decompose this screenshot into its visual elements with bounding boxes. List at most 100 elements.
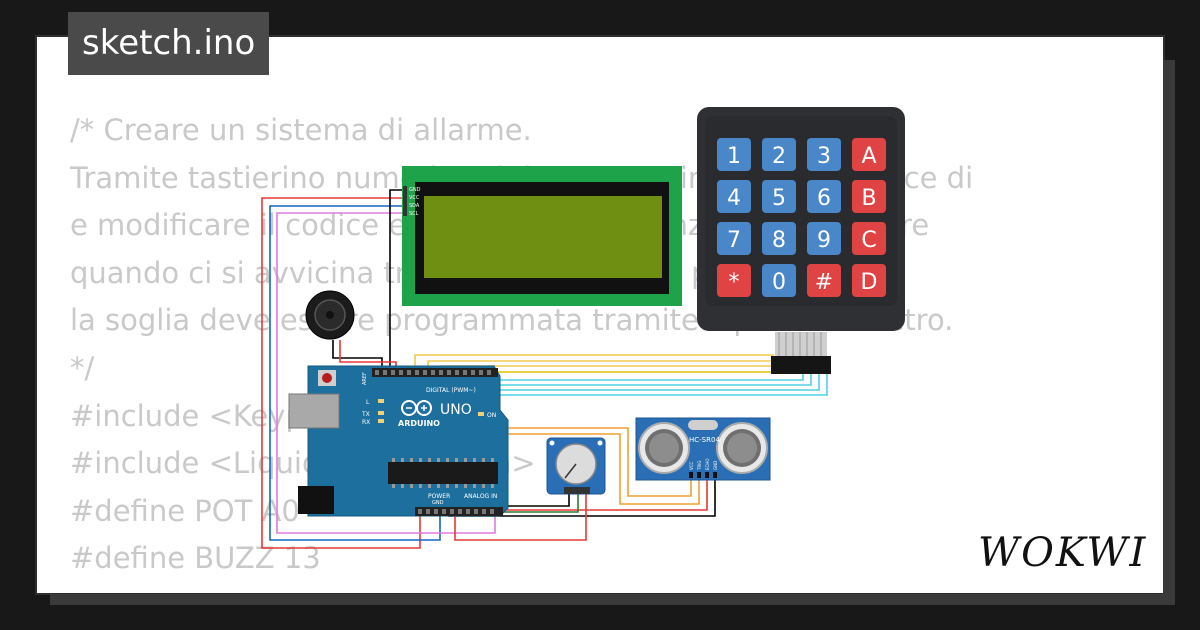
wokwi-logo[interactable]: WOKWI bbox=[976, 528, 1152, 578]
keypad-key-label: 5 bbox=[772, 186, 786, 211]
model-label: UNO bbox=[440, 402, 472, 418]
brand-label: ARDUINO bbox=[398, 419, 440, 428]
keypad-key-C[interactable]: C bbox=[852, 222, 886, 255]
keypad-key-cap bbox=[807, 222, 841, 255]
arduino-logo-icon bbox=[401, 400, 432, 416]
wire-lcd-gnd bbox=[389, 189, 405, 368]
on-label: ON bbox=[487, 412, 496, 419]
code-line: #define BUZZ 13 bbox=[70, 541, 321, 576]
keypad-key-cap bbox=[762, 180, 796, 213]
keypad-key-label: A bbox=[861, 144, 876, 169]
keypad-key-cap bbox=[717, 222, 751, 255]
code-line: */ bbox=[70, 350, 95, 385]
keypad-key-label: 2 bbox=[772, 144, 786, 169]
digital-label: DIGITAL (PWM~) bbox=[426, 387, 476, 394]
wokwi-logo-text: WOKWI bbox=[978, 530, 1147, 576]
led-l-label: L bbox=[366, 399, 370, 406]
wire-buzzer-signal bbox=[339, 340, 397, 368]
card-shadow-bottom bbox=[50, 594, 1175, 605]
lcd-screen bbox=[424, 196, 662, 278]
keypad-key-label: 6 bbox=[817, 186, 831, 211]
keypad-key-6[interactable]: 6 bbox=[807, 180, 841, 213]
wire-buzzer-gnd bbox=[332, 340, 383, 368]
keypad-connector bbox=[771, 332, 831, 374]
wire-hcsr04-gnd bbox=[448, 474, 716, 517]
sensor-pin-echo: ECHO bbox=[705, 459, 710, 470]
usb-port bbox=[288, 393, 340, 429]
keypad-key-8[interactable]: 8 bbox=[762, 222, 796, 255]
sensor-pin-trig: TRIG bbox=[697, 460, 702, 471]
keypad-key-*[interactable]: * bbox=[717, 264, 751, 297]
code-line: #define POT A0 bbox=[70, 493, 300, 528]
keypad-key-D[interactable]: D bbox=[852, 264, 886, 297]
wire-keypad-7 bbox=[466, 374, 820, 391]
code-line: /* Creare un sistema di allarme. bbox=[70, 113, 532, 147]
wire-lcd-sda bbox=[269, 205, 441, 541]
lcd-display[interactable]: GND VCC SDA SCL bbox=[402, 166, 682, 306]
keypad-key-cap bbox=[852, 222, 886, 255]
keypad-key-label: 9 bbox=[817, 228, 831, 253]
wire-lcd-vcc bbox=[261, 197, 421, 549]
keypad-key-label: 0 bbox=[772, 270, 786, 295]
keypad-key-cap bbox=[762, 222, 796, 255]
keypad-key-cap bbox=[717, 264, 751, 297]
keypad-key-cap bbox=[852, 264, 886, 297]
keypad-key-cap bbox=[807, 138, 841, 171]
keypad-key-label: D bbox=[861, 270, 878, 295]
sensor-model-label: HC-SR04 bbox=[689, 436, 720, 444]
keypad-key-A[interactable]: A bbox=[852, 138, 886, 171]
keypad-key-4[interactable]: 4 bbox=[717, 180, 751, 213]
card-shadow-right bbox=[1163, 60, 1175, 605]
keypad-key-label: B bbox=[861, 186, 876, 211]
keypad-key-7[interactable]: 7 bbox=[717, 222, 751, 255]
keypad-key-2[interactable]: 2 bbox=[762, 138, 796, 171]
lcd-pin-header: GND VCC SDA SCL bbox=[403, 186, 421, 217]
atmega-chip bbox=[388, 462, 498, 484]
keypad-key-cap bbox=[717, 138, 751, 171]
gnd-label: GND bbox=[432, 500, 444, 506]
power-label: POWER bbox=[428, 493, 450, 500]
keypad-key-9[interactable]: 9 bbox=[807, 222, 841, 255]
keypad-key-3[interactable]: 3 bbox=[807, 138, 841, 171]
keypad-key-B[interactable]: B bbox=[852, 180, 886, 213]
keypad-key-cap bbox=[717, 180, 751, 213]
lcd-pin-scl: SCL bbox=[409, 211, 419, 217]
keypad-key-cap bbox=[762, 264, 796, 297]
keypad-key-label: 8 bbox=[772, 228, 786, 253]
keypad-key-label: 3 bbox=[817, 144, 831, 169]
keypad-key-cap bbox=[852, 180, 886, 213]
tx-label: TX bbox=[361, 411, 370, 418]
lcd-pin-sda: SDA bbox=[409, 203, 420, 209]
keypad-key-5[interactable]: 5 bbox=[762, 180, 796, 213]
buzzer[interactable] bbox=[305, 290, 355, 340]
code-line: #define TRIGGERPIN 12 bbox=[70, 583, 973, 593]
keypad-key-1[interactable]: 1 bbox=[717, 138, 751, 171]
keypad-key-label: * bbox=[729, 270, 740, 295]
lcd-pin-gnd: GND bbox=[409, 187, 421, 193]
sensor-pin-gnd: GND bbox=[713, 461, 718, 470]
rx-label: RX bbox=[362, 419, 370, 426]
wire-pot-vcc bbox=[454, 490, 587, 541]
keypad-key-cap bbox=[762, 138, 796, 171]
keypad-key-label: 4 bbox=[727, 186, 741, 211]
lcd-pin-vcc: VCC bbox=[409, 195, 420, 201]
wire-keypad-6 bbox=[458, 374, 812, 386]
ultrasonic-sensor[interactable]: HC-SR04 VCC TRIG ECHO GND bbox=[635, 417, 771, 481]
arduino-uno[interactable]: DIGITAL (PWM~) AREF UNO ARDUINO L TX RX … bbox=[288, 365, 509, 517]
keypad-key-cap bbox=[807, 180, 841, 213]
wire-keypad-5 bbox=[450, 374, 804, 381]
keypad-key-label: C bbox=[861, 228, 876, 253]
reset-button bbox=[322, 373, 332, 383]
keypad-key-#[interactable]: # bbox=[807, 264, 841, 297]
keypad-key-label: 1 bbox=[727, 144, 741, 169]
analog-label: ANALOG IN bbox=[464, 493, 497, 500]
potentiometer[interactable] bbox=[546, 437, 606, 495]
keypad-key-cap bbox=[807, 264, 841, 297]
keypad-key-cap bbox=[852, 138, 886, 171]
aref-label: AREF bbox=[362, 372, 368, 385]
sketch-file-tab[interactable]: sketch.ino bbox=[68, 12, 270, 75]
keypad-key-0[interactable]: 0 bbox=[762, 264, 796, 297]
